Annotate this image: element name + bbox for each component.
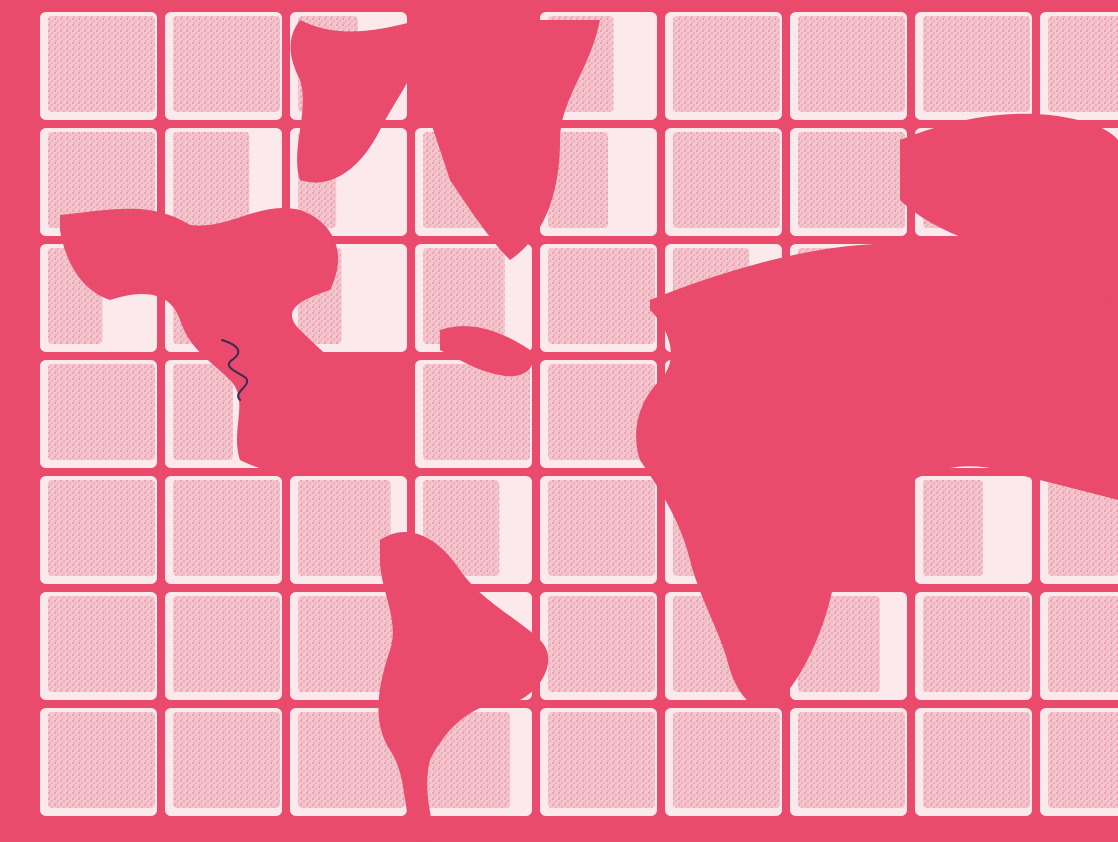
ocean-south-atlantic xyxy=(378,531,549,842)
tile-face xyxy=(923,16,1030,112)
tile-face xyxy=(798,132,905,228)
ocean-north-pacific xyxy=(900,113,1118,300)
left-margin xyxy=(0,0,36,842)
tile-face xyxy=(798,16,905,112)
tile-face xyxy=(548,480,655,576)
tile-face xyxy=(1048,480,1118,576)
tile-face xyxy=(1048,712,1118,808)
ocean-mediterranean xyxy=(440,326,533,377)
tile-face xyxy=(923,712,1030,808)
tile-face xyxy=(423,248,505,344)
tile-face xyxy=(48,596,155,692)
tile-face xyxy=(173,480,280,576)
tile-face xyxy=(298,712,405,808)
tile-face xyxy=(173,132,250,228)
tile-face xyxy=(673,132,780,228)
tile-face xyxy=(173,712,280,808)
tile-face xyxy=(548,364,655,460)
tile-face xyxy=(548,248,655,344)
tile-face xyxy=(298,596,405,692)
tile-face xyxy=(923,596,1030,692)
tile-face xyxy=(1048,16,1118,112)
tile-face xyxy=(548,712,655,808)
tile-face xyxy=(673,712,780,808)
tile-face xyxy=(673,16,780,112)
ocean-greenland-sea xyxy=(290,20,422,183)
tile-face xyxy=(48,364,155,460)
tile-face xyxy=(48,712,155,808)
tile-face xyxy=(48,16,155,112)
tile-face xyxy=(298,480,391,576)
tile-face xyxy=(548,132,608,228)
ocean-norwegian xyxy=(420,20,600,260)
tile-face xyxy=(1048,596,1118,692)
tile-face xyxy=(798,712,905,808)
tile-face xyxy=(173,16,280,112)
tile-face xyxy=(923,480,983,576)
tile-face xyxy=(48,480,155,576)
pen-scribble xyxy=(221,339,249,401)
tile-face xyxy=(548,596,655,692)
tile-face xyxy=(173,596,280,692)
tile-face xyxy=(48,132,155,228)
tile-face xyxy=(423,364,530,460)
ocean-indian xyxy=(636,243,1118,709)
tile-face xyxy=(173,364,233,460)
